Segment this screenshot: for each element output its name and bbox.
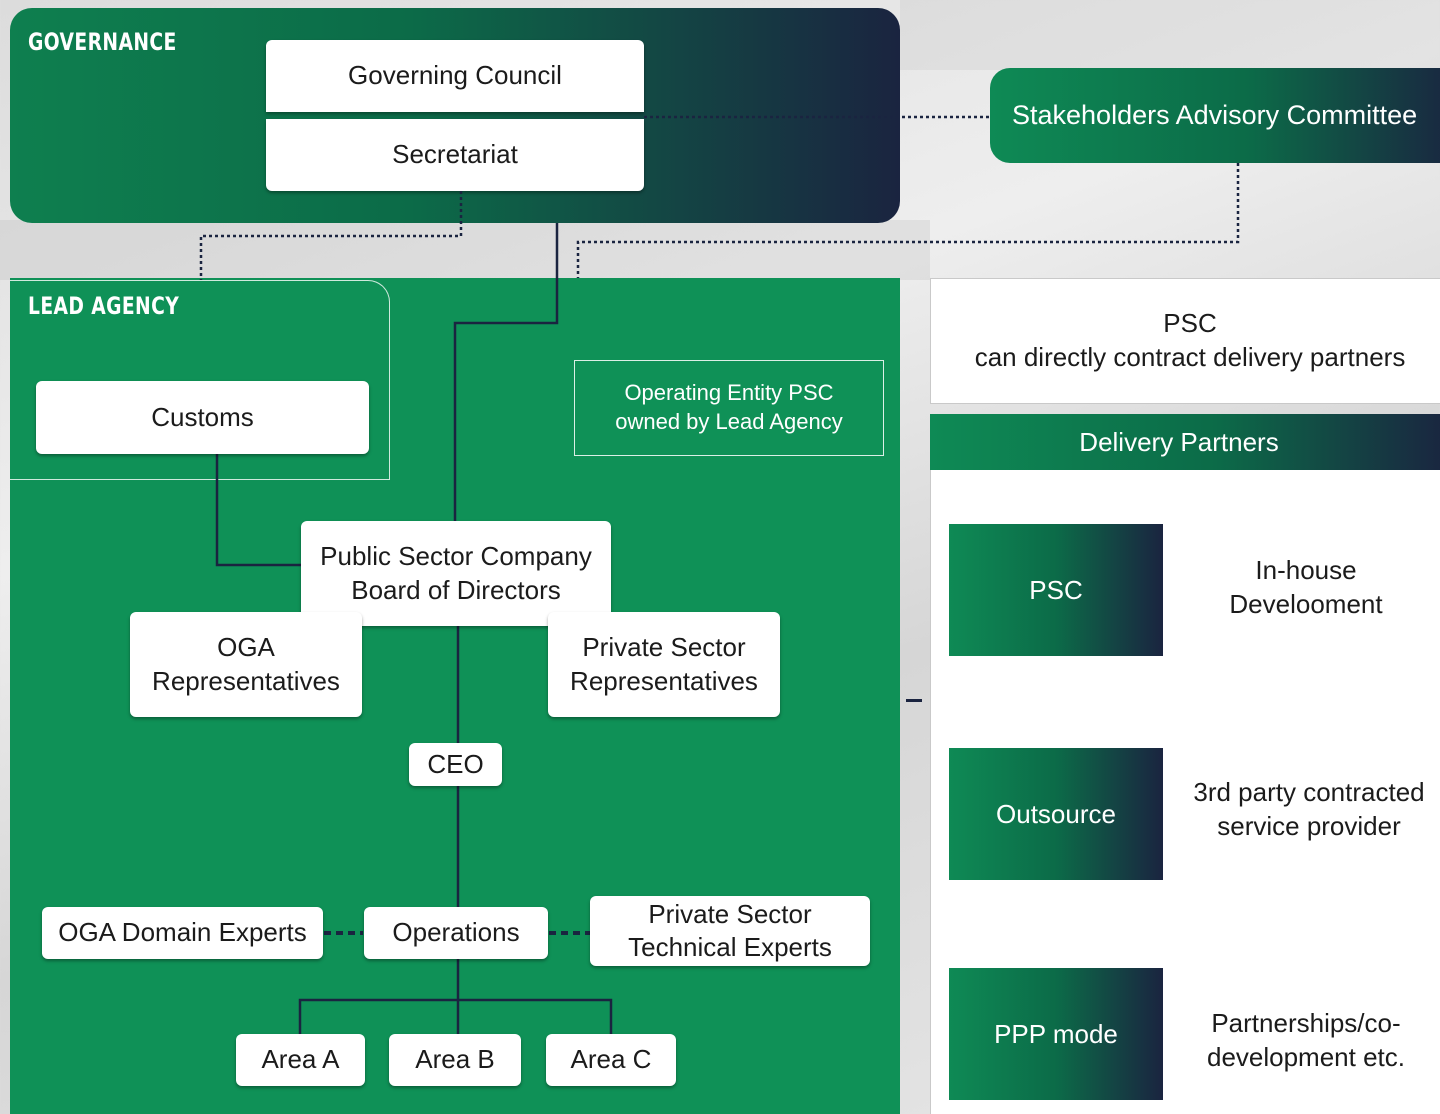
desc-line: development etc.	[1206, 1041, 1405, 1072]
delivery-partners-header: Delivery Partners	[930, 414, 1440, 470]
delivery-psc-desc: In-house Develooment	[1175, 554, 1437, 622]
psc-note-box: PSC can directly contract delivery partn…	[930, 278, 1440, 404]
private-experts-line1: Private Sector	[648, 898, 812, 929]
private-reps-line1: Private Sector	[582, 631, 746, 662]
background-photo	[900, 0, 1440, 70]
secretariat-box: Secretariat	[266, 119, 644, 191]
areas-bracket-line	[298, 998, 613, 1034]
operating-entity-note: Operating Entity PSC owned by Lead Agenc…	[574, 360, 884, 456]
desc-line: Develooment	[1229, 588, 1383, 619]
private-technical-experts-box: Private Sector Technical Experts	[590, 896, 870, 966]
governance-board-line	[453, 223, 559, 522]
board-line2: Board of Directors	[351, 574, 561, 605]
psc-note-line1: PSC	[1163, 308, 1217, 339]
stakeholders-advisory-committee: Stakeholders Advisory Committee	[990, 68, 1440, 163]
desc-line: In-house	[1255, 555, 1357, 585]
delivery-ppp-box: PPP mode	[949, 968, 1163, 1100]
oga-reps-line2: Representatives	[152, 665, 340, 696]
customs-box: Customs	[36, 381, 369, 454]
psc-note-line2: can directly contract delivery partners	[974, 342, 1406, 372]
private-representatives-box: Private Sector Representatives	[548, 612, 780, 717]
private-experts-line2: Technical Experts	[628, 932, 832, 962]
secretariat-customs-dotted-line	[199, 191, 463, 280]
private-reps-line2: Representatives	[570, 665, 758, 696]
operating-entity-line2: owned by Lead Agency	[615, 409, 843, 434]
background-photo	[0, 220, 930, 280]
area-c-box: Area C	[546, 1034, 676, 1086]
lead-agency-title: LEAD AGENCY	[28, 292, 180, 320]
board-line1: Public Sector Company	[320, 540, 592, 571]
governance-title: GOVERNANCE	[28, 28, 177, 56]
operations-box: Operations	[364, 907, 548, 959]
desc-line: 3rd party contracted	[1193, 777, 1425, 807]
desc-line: service provider	[1217, 810, 1401, 841]
operating-entity-line1: Operating Entity PSC	[624, 380, 834, 406]
board-of-directors-box: Public Sector Company Board of Directors	[301, 521, 611, 626]
oga-representatives-box: OGA Representatives	[130, 612, 362, 717]
ceo-box: CEO	[409, 743, 502, 786]
delivery-outsource-desc: 3rd party contracted service provider	[1178, 776, 1440, 844]
lead-agency-subpanel	[10, 280, 390, 480]
desc-line: Partnerships/co-	[1211, 1008, 1401, 1038]
area-b-box: Area B	[389, 1034, 521, 1086]
area-a-box: Area A	[236, 1034, 365, 1086]
governing-council-box: Governing Council	[266, 40, 644, 112]
connector-mark	[906, 699, 922, 702]
oga-domain-experts-box: OGA Domain Experts	[42, 907, 323, 959]
delivery-ppp-desc: Partnerships/co- development etc.	[1175, 1007, 1437, 1075]
oga-reps-line1: OGA	[217, 631, 275, 662]
delivery-psc-box: PSC	[949, 524, 1163, 656]
customs-board-line	[215, 453, 302, 567]
delivery-outsource-box: Outsource	[949, 748, 1163, 880]
sac-lead-dotted-line	[576, 163, 1240, 278]
